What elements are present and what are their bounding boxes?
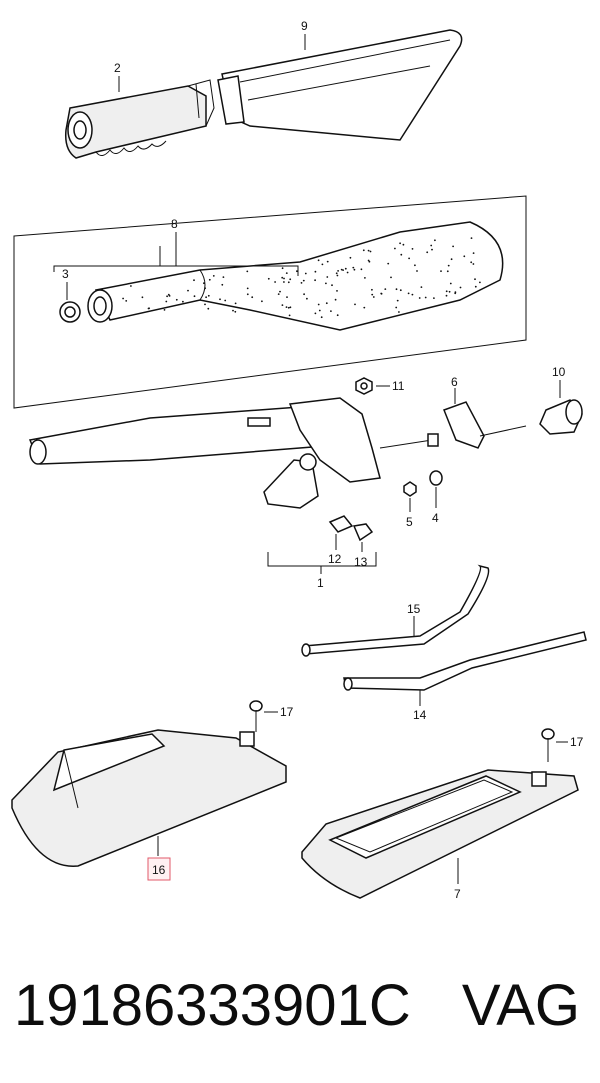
part-16-tray: [11, 729, 287, 867]
part-4-bushing: [429, 470, 443, 486]
callout-16: 16: [152, 863, 166, 877]
callout-15: 15: [407, 602, 421, 616]
callout-14: 14: [413, 708, 427, 722]
callout-4: 4: [432, 511, 439, 525]
callout-5: 5: [406, 515, 413, 529]
callout-2: 2: [114, 61, 121, 75]
part-11-nut: [355, 377, 373, 395]
callout-7: 7: [454, 887, 461, 901]
part-7-tray: [301, 769, 579, 899]
part-number: 19186333901C: [14, 972, 411, 1038]
callout-3: 3: [62, 267, 69, 281]
callout-13: 13: [354, 555, 368, 569]
part-14-cable: [343, 631, 587, 691]
part-8-boot: [59, 221, 504, 331]
part-5-nut: [403, 481, 417, 497]
part-6-quadrant: [443, 401, 485, 449]
part-1-lever: [28, 397, 439, 509]
callout-16-highlight-box: [147, 857, 171, 881]
callout-8: 8: [171, 217, 178, 231]
caption-bar: 19186333901C VAG: [14, 965, 594, 1045]
brand-name: VAG: [461, 972, 580, 1038]
callouts: 2 9 8 3 11 6 10 5 4 12 13 1 15 14 17 17: [53, 19, 584, 901]
part-10-knob: [539, 399, 583, 435]
exploded-parts-diagram: 2 9 8 3 11 6 10 5 4 12 13 1 15 14 17 17: [11, 19, 587, 901]
part-13-screw: [352, 523, 374, 542]
callout-10: 10: [552, 365, 566, 379]
boot-texture-dots: [122, 237, 481, 319]
part-2-grip: [64, 79, 215, 159]
callout-6: 6: [451, 375, 458, 389]
part-9-cover: [217, 29, 463, 141]
callout-17-left: 17: [280, 705, 294, 719]
part-15-cable: [301, 564, 490, 657]
callout-1: 1: [317, 576, 324, 590]
callout-12: 12: [328, 552, 342, 566]
callout-9: 9: [301, 19, 308, 33]
callout-11: 11: [392, 379, 405, 393]
part-12-clip: [328, 515, 354, 533]
part-17-screw-right: [531, 728, 555, 787]
callout-17-right: 17: [570, 735, 584, 749]
part-17-screw-left: [239, 700, 263, 747]
